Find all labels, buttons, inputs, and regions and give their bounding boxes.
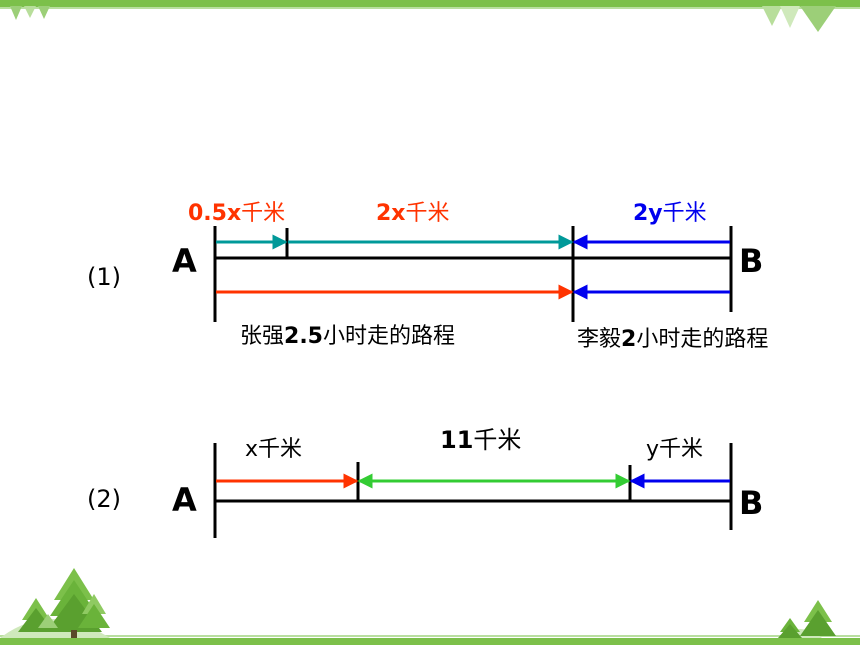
point-b-label: B bbox=[739, 242, 763, 280]
label-2x: 2x千米 bbox=[376, 201, 450, 226]
tree-icon bbox=[0, 568, 110, 638]
point-a-label: A bbox=[172, 481, 197, 519]
label-y: y千米 bbox=[646, 437, 703, 462]
top-decor-line bbox=[0, 7, 860, 9]
caption-li-num: 2 bbox=[621, 327, 636, 352]
label-11: 11千米 bbox=[440, 426, 521, 454]
bottom-decor-line bbox=[0, 635, 860, 637]
label-2y: 2y千米 bbox=[633, 201, 707, 226]
caption-li-pre: 李毅 bbox=[577, 327, 621, 352]
label-2x-num: 2x bbox=[376, 201, 406, 226]
label-2x-unit: 千米 bbox=[406, 201, 450, 226]
caption-zhang-post: 小时走的路程 bbox=[323, 324, 455, 349]
label-11-num: 11 bbox=[440, 426, 473, 454]
caption-zhang-num: 2.5 bbox=[284, 324, 323, 349]
label-11-unit: 千米 bbox=[473, 426, 521, 454]
diagram-2: (2) A B x千米 11千米 y千米 bbox=[87, 426, 763, 538]
top-decor-bar bbox=[0, 0, 860, 7]
bottom-decor-bar bbox=[0, 638, 860, 645]
point-a-label: A bbox=[172, 242, 197, 280]
label-x: x千米 bbox=[245, 437, 302, 462]
caption-li: 李毅2小时走的路程 bbox=[577, 327, 768, 352]
label-0.5x: 0.5x千米 bbox=[188, 201, 285, 226]
diagram-1: (1) A B 0.5x千米 2x千米 2y千米 张强2.5小时走的路程 李毅2… bbox=[87, 201, 768, 352]
caption-li-post: 小时走的路程 bbox=[636, 327, 768, 352]
tree-icon bbox=[778, 600, 836, 638]
point-b-label: B bbox=[739, 484, 763, 522]
label-2y-unit: 千米 bbox=[663, 201, 707, 226]
diagram-2-index: (2) bbox=[87, 485, 121, 513]
label-0.5x-num: 0.5x bbox=[188, 201, 241, 226]
label-0.5x-unit: 千米 bbox=[241, 201, 285, 226]
caption-zhang: 张强2.5小时走的路程 bbox=[240, 324, 455, 349]
label-2y-num: 2y bbox=[633, 201, 663, 226]
leaf-icon bbox=[10, 6, 836, 32]
diagram-1-index: (1) bbox=[87, 263, 121, 291]
caption-zhang-pre: 张强 bbox=[240, 324, 284, 349]
